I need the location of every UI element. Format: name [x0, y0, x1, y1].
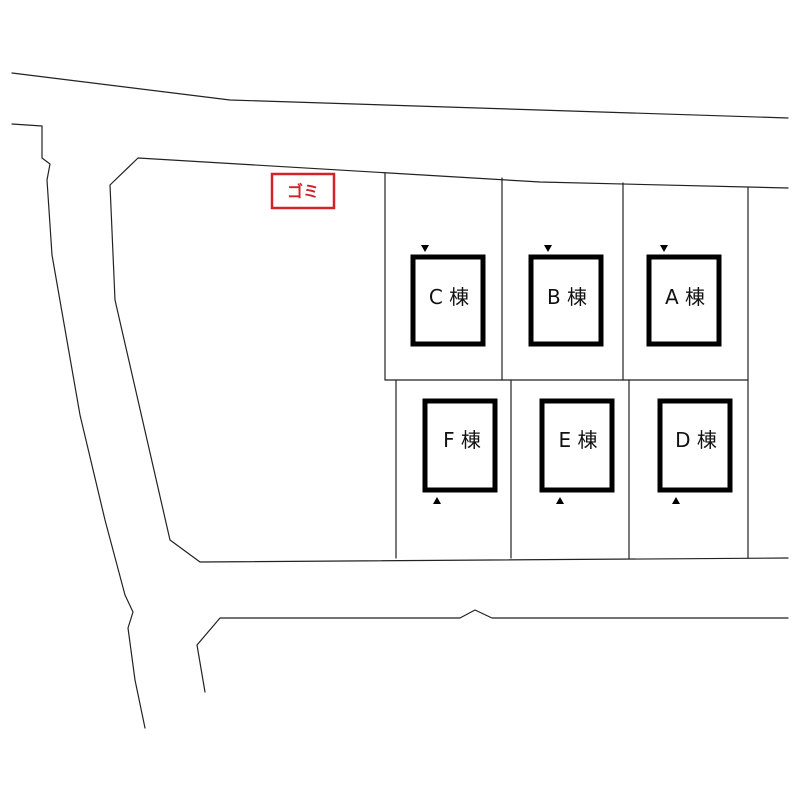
building-b: B 棟 — [528, 245, 604, 347]
map-lines — [11, 72, 789, 729]
gomi-frame — [270, 172, 336, 210]
building-e-label: E 棟 — [559, 428, 598, 452]
building-c-outline — [410, 254, 486, 347]
site-boundary — [109, 157, 789, 563]
entrance-marker-icon — [421, 245, 429, 252]
lot-lines — [384, 172, 749, 559]
building-c: C 棟 — [410, 245, 486, 347]
road-north-edge — [11, 72, 789, 119]
entrance-marker-icon — [660, 245, 668, 252]
entrance-marker-icon — [433, 497, 441, 504]
building-d-outline — [657, 398, 733, 493]
road-west-edge — [11, 123, 146, 729]
building-c-label: C 棟 — [429, 285, 469, 309]
building-b-label: B 棟 — [547, 285, 587, 309]
entrance-marker-icon — [672, 497, 680, 504]
gomi-label: ゴミ — [287, 182, 319, 201]
entrance-marker-icon — [556, 497, 564, 504]
building-d-label: D 棟 — [675, 428, 717, 452]
building-a: A 棟 — [646, 245, 722, 347]
building-f-label: F 棟 — [443, 428, 481, 452]
building-a-label: A 棟 — [665, 285, 705, 309]
building-b-outline — [528, 254, 604, 347]
entrance-marker-icon — [544, 245, 552, 252]
building-e: E 棟 — [539, 398, 615, 504]
building-d: D 棟 — [657, 398, 733, 504]
building-a-outline — [646, 254, 722, 347]
building-f-outline — [422, 398, 498, 493]
building-e-outline — [539, 398, 615, 493]
road-south-edge — [196, 609, 789, 693]
gomi-station: ゴミ — [270, 172, 336, 210]
building-f: F 棟 — [422, 398, 498, 504]
